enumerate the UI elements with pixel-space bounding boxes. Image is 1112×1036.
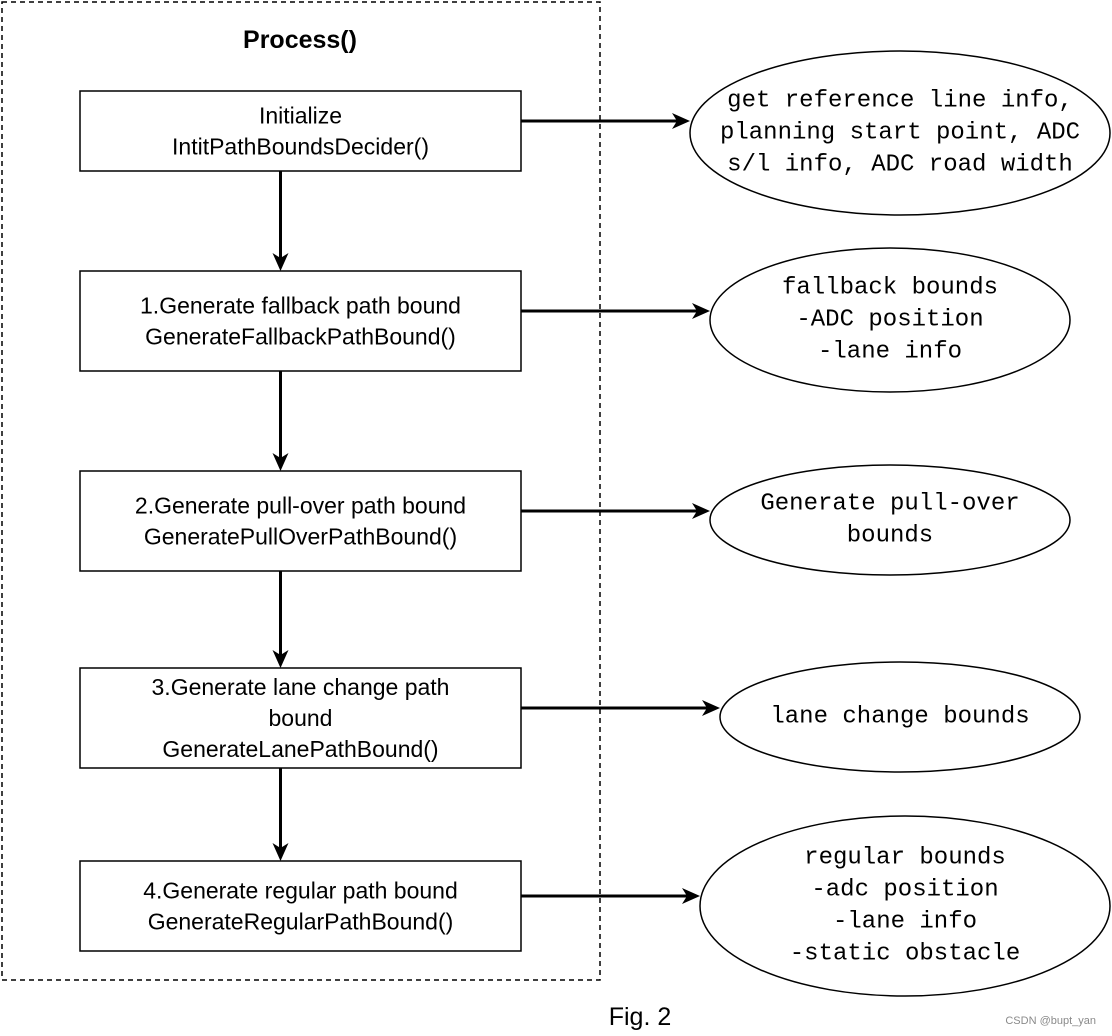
- output-ellipse-1: [709, 247, 1071, 393]
- output-bubble-4: regular bounds -adc position -lane info -st…: [699, 815, 1111, 997]
- flow-arrowhead-3-4: [272, 843, 289, 861]
- step-4-line-2: GenerateRegularPathBound(): [148, 909, 454, 935]
- step-2-line-2: GeneratePullOverPathBound(): [144, 524, 457, 550]
- output-arrowhead-3: [702, 700, 720, 716]
- step-4-line-1: 4.Generate regular path bound: [143, 878, 458, 904]
- step-box-border-0: [79, 90, 522, 172]
- flow-arrowhead-1-2: [272, 453, 289, 471]
- process-frame: [1, 1, 601, 981]
- output-2-line-2: bounds: [847, 523, 933, 550]
- output-bubble-1: fallback bounds -ADC position -lane info: [709, 247, 1071, 393]
- output-ellipse-0: [689, 50, 1111, 216]
- step-box-border-3: [79, 667, 522, 769]
- output-bubble-0: get reference line info, planning start p…: [689, 50, 1111, 216]
- output-bubble-3: lane change bounds: [719, 661, 1081, 773]
- output-1-line-1: fallback bounds: [782, 275, 998, 302]
- edges-layer: [272, 113, 720, 904]
- output-0-line-3: s/l info, ADC road width: [727, 152, 1073, 179]
- outputs-layer: get reference line info, planning start p…: [689, 50, 1111, 997]
- output-arrowhead-0: [672, 113, 690, 129]
- output-ellipse-4: [699, 815, 1111, 997]
- step-1-line-2: GenerateFallbackPathBound(): [145, 324, 456, 350]
- flow-arrowhead-0-1: [272, 253, 289, 271]
- output-2-line-1: Generate pull-over: [760, 491, 1019, 518]
- flow-arrowhead-2-3: [272, 650, 289, 668]
- output-0-line-2: planning start point, ADC: [720, 120, 1080, 147]
- step-box-border-2: [79, 470, 522, 572]
- output-1-line-3: -lane info: [818, 339, 962, 366]
- step-1-line-1: 1.Generate fallback path bound: [140, 293, 461, 319]
- output-ellipse-2: [709, 464, 1071, 576]
- output-4-line-4: -static obstacle: [790, 941, 1020, 968]
- step-3-line-1: 3.Generate lane change path: [152, 674, 450, 700]
- output-4-line-3: -lane info: [833, 909, 977, 936]
- step-box-3: 3.Generate lane change path boundGenerate…: [79, 667, 522, 769]
- step-3-line-2: bound: [269, 705, 333, 731]
- step-3-line-3: GenerateLanePathBound(): [162, 736, 438, 762]
- output-4-line-2: -adc position: [811, 877, 998, 904]
- output-ellipse-3: [719, 661, 1081, 773]
- output-arrowhead-2: [692, 503, 710, 519]
- step-0-line-2: IntitPathBoundsDecider(): [172, 134, 429, 160]
- step-box-border-1: [79, 270, 522, 372]
- step-box-2: 2.Generate pull-over path boundGenerateP…: [79, 470, 522, 572]
- output-4-line-1: regular bounds: [804, 845, 1006, 872]
- output-1-line-2: -ADC position: [796, 307, 983, 334]
- process-title: Process(): [243, 26, 357, 54]
- output-3-line-1: lane change bounds: [770, 704, 1029, 731]
- output-arrowhead-1: [692, 303, 710, 319]
- step-2-line-1: 2.Generate pull-over path bound: [135, 493, 466, 519]
- step-box-1: 1.Generate fallback path boundGenerateFa…: [79, 270, 522, 372]
- output-0-line-1: get reference line info,: [727, 88, 1073, 115]
- step-box-4: 4.Generate regular path boundGenerateReg…: [79, 860, 522, 952]
- step-0-line-1: Initialize: [259, 103, 342, 129]
- step-box-border-4: [79, 860, 522, 952]
- output-bubble-2: Generate pull-over bounds: [709, 464, 1071, 576]
- output-arrowhead-4: [682, 888, 700, 904]
- watermark: CSDN @bupt_yan: [1005, 1015, 1096, 1027]
- figure-caption: Fig. 2: [609, 1003, 672, 1031]
